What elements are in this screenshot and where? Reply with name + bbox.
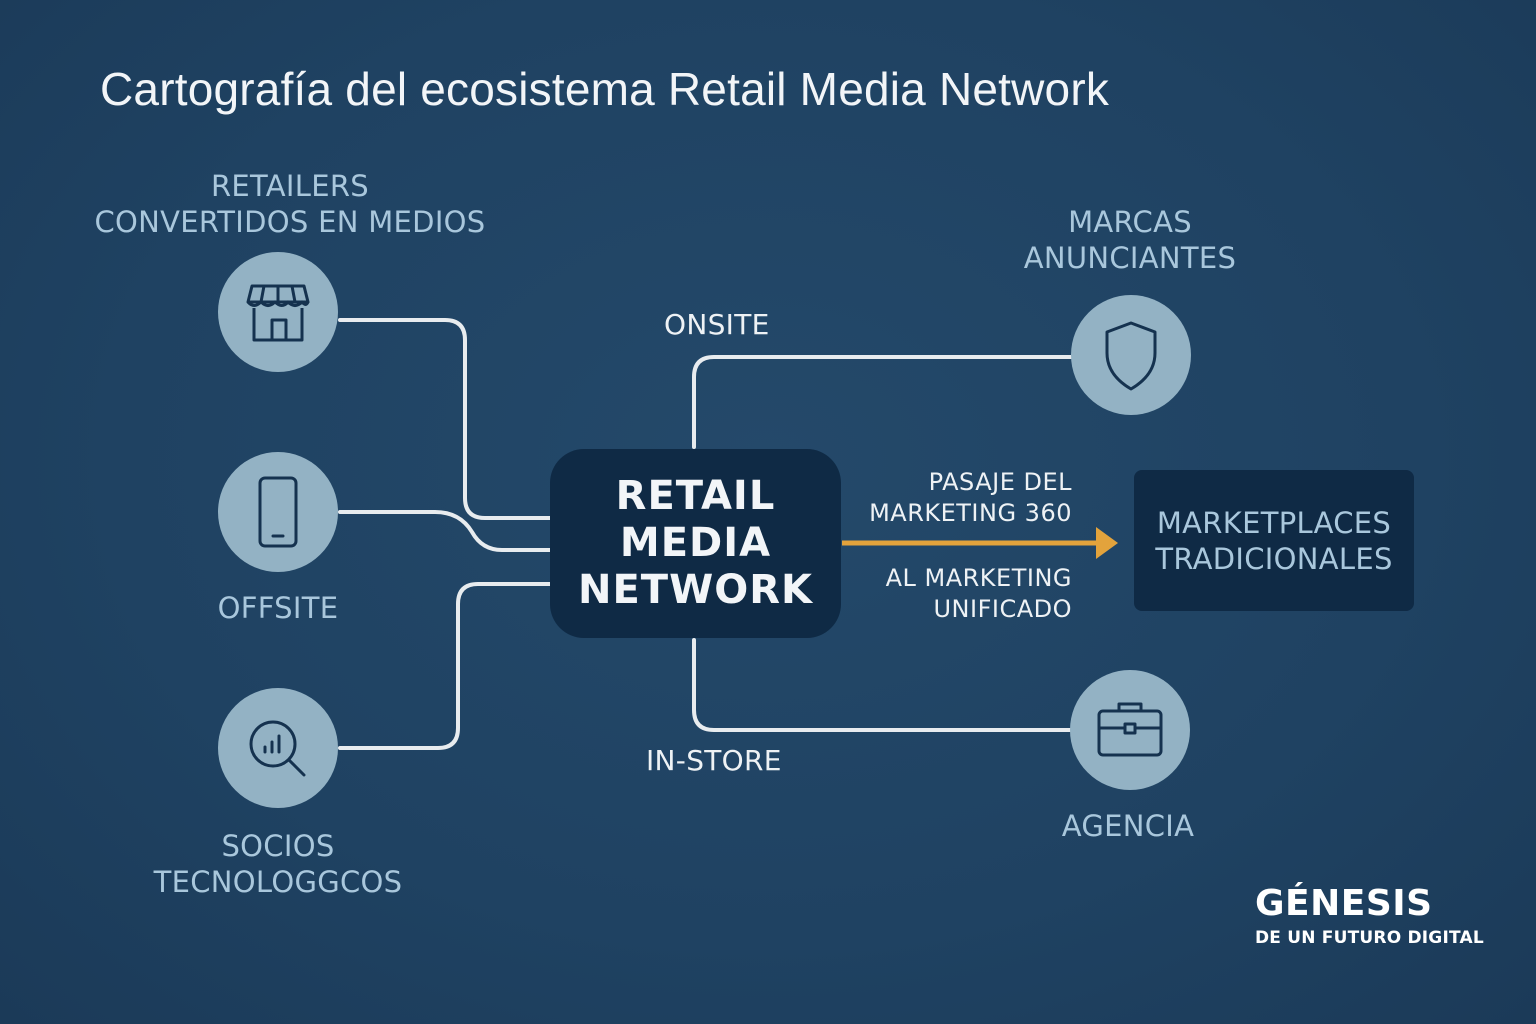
marcas-label-line2: ANUNCIANTES [1023, 241, 1237, 275]
marketplaces-line1: MARKETPLACES [1156, 505, 1392, 540]
onsite-label: ONSITE [664, 308, 770, 341]
socios-node[interactable] [218, 688, 338, 808]
transition-arrow [842, 527, 1118, 559]
socios-label-line2: TECNOLOGGCOS [153, 865, 403, 899]
connector-agencia [692, 638, 1072, 732]
briefcase-icon [1097, 702, 1163, 757]
marketplaces-box[interactable]: MARKETPLACES TRADICIONALES [1134, 470, 1414, 611]
brand-tagline: DE UN FUTURO DIGITAL [1255, 928, 1484, 948]
marcas-label-line1: MARCAS [1068, 205, 1192, 239]
hub-line1: RETAIL [615, 473, 776, 519]
marcas-label: MARCAS ANUNCIANTES [980, 204, 1280, 276]
offsite-node[interactable] [218, 452, 338, 572]
agencia-label: AGENCIA [1061, 809, 1195, 843]
connector-retailers [338, 318, 552, 520]
retailers-label: RETAILERS CONVERTIDOS EN MEDIOS [60, 168, 520, 240]
smartphone-icon [258, 476, 298, 548]
transition-top-line1: PASAJE DEL [928, 468, 1072, 496]
connector-offsite [338, 510, 552, 552]
marketplaces-line2: TRADICIONALES [1155, 541, 1393, 576]
agencia-node[interactable] [1070, 670, 1190, 790]
socios-label-line1: SOCIOS [221, 829, 335, 863]
transition-text-top: PASAJE DEL MARKETING 360 [869, 467, 1072, 529]
retailers-label-line2: CONVERTIDOS EN MEDIOS [94, 205, 486, 239]
hub-line2: MEDIA [619, 520, 772, 566]
retailers-label-line1: RETAILERS [210, 169, 370, 203]
brand-logo: GÉNESIS DE UN FUTURO DIGITAL [1255, 883, 1484, 949]
retailers-node[interactable] [218, 252, 338, 372]
transition-bottom-line2: UNIFICADO [933, 595, 1072, 623]
storefront-icon [246, 284, 310, 342]
connector-marcas [692, 355, 1074, 449]
socios-label: SOCIOS TECNOLOGGCOS [128, 828, 428, 900]
offsite-label: OFFSITE [217, 591, 339, 625]
connector-socios [338, 582, 552, 750]
page-title: Cartografía del ecosistema Retail Media … [100, 63, 1110, 115]
retail-media-network-hub[interactable]: RETAIL MEDIA NETWORK [550, 449, 841, 638]
search-analytics-icon [249, 720, 306, 777]
marcas-node[interactable] [1071, 295, 1191, 415]
transition-text-bottom: AL MARKETING UNIFICADO [886, 563, 1072, 625]
brand-name: GÉNESIS [1255, 883, 1433, 924]
transition-top-line2: MARKETING 360 [869, 499, 1072, 527]
instore-label: IN-STORE [646, 744, 782, 777]
transition-bottom-line1: AL MARKETING [885, 564, 1072, 592]
hub-line3: NETWORK [577, 567, 813, 613]
shield-icon [1105, 321, 1157, 391]
